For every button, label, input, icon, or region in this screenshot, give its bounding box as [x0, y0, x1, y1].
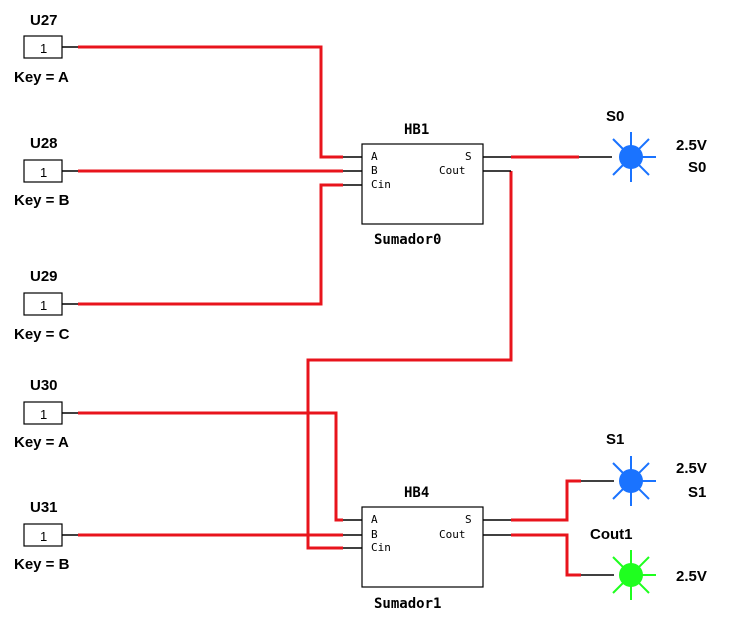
wire-u29-hb1-cin — [78, 183, 343, 306]
led-ref: S0 — [606, 108, 624, 125]
switch-name: U27 — [30, 12, 58, 29]
wire-hb4-s-s1 — [511, 479, 581, 522]
switch-u28[interactable]: U28 1 Key = B — [14, 135, 78, 209]
switch-u31[interactable]: U31 1 Key = B — [14, 499, 78, 573]
switch-key: Key = A — [14, 434, 69, 451]
led-voltage: 2.5V — [676, 137, 707, 154]
adder-hb1[interactable]: HB1 A B Cin S Cout Sumador0 — [343, 122, 511, 248]
wire-u27-hb1-a — [78, 45, 343, 159]
switch-value: 1 — [40, 298, 47, 313]
adder-body[interactable] — [361, 506, 484, 588]
pin-a-label: A — [371, 513, 378, 526]
adder-body[interactable] — [361, 143, 484, 225]
switch-key: Key = A — [14, 69, 69, 86]
switch-value: 1 — [40, 529, 47, 544]
switch-name: U30 — [30, 377, 58, 394]
switch-name: U31 — [30, 499, 58, 516]
led-cout1[interactable]: Cout1 2.5V — [581, 526, 707, 600]
switch-value: 1 — [40, 407, 47, 422]
led-bulb[interactable] — [619, 145, 643, 169]
adder-name: Sumador0 — [374, 232, 441, 248]
led-voltage: 2.5V — [676, 460, 707, 477]
led-ref: S1 — [606, 431, 624, 448]
switch-u29[interactable]: U29 1 Key = C — [14, 268, 78, 343]
pin-a-label: A — [371, 150, 378, 163]
led-net: S1 — [688, 484, 706, 501]
wires — [78, 45, 581, 577]
adder-ref: HB1 — [404, 122, 429, 138]
wire-hb1-cout-hb4-cin — [306, 171, 513, 550]
adder-name: Sumador1 — [374, 596, 441, 612]
switch-key: Key = C — [14, 326, 70, 343]
pin-b-label: B — [371, 528, 378, 541]
led-s1[interactable]: S1 2.5V S1 — [581, 431, 707, 506]
pin-s-label: S — [465, 513, 472, 526]
switch-key: Key = B — [14, 192, 70, 209]
switch-name: U28 — [30, 135, 58, 152]
switch-u27[interactable]: U27 1 Key = A — [14, 12, 78, 86]
pin-cin-label: Cin — [371, 541, 391, 554]
pin-s-label: S — [465, 150, 472, 163]
switch-key: Key = B — [14, 556, 70, 573]
switch-u30[interactable]: U30 1 Key = A — [14, 377, 78, 451]
led-ref: Cout1 — [590, 526, 633, 543]
switch-value: 1 — [40, 41, 47, 56]
switch-name: U29 — [30, 268, 58, 285]
led-net: S0 — [688, 159, 706, 176]
led-bulb[interactable] — [619, 563, 643, 587]
led-bulb[interactable] — [619, 469, 643, 493]
led-voltage: 2.5V — [676, 568, 707, 585]
adder-ref: HB4 — [404, 485, 429, 501]
wire-u30-hb4-a — [78, 411, 343, 522]
wire-hb4-cout-cout1 — [511, 533, 581, 577]
led-s0[interactable]: S0 2.5V S0 — [579, 108, 707, 182]
pin-b-label: B — [371, 164, 378, 177]
switch-value: 1 — [40, 165, 47, 180]
pin-cin-label: Cin — [371, 178, 391, 191]
adder-hb4[interactable]: HB4 A B Cin S Cout Sumador1 — [343, 485, 511, 612]
pin-cout-label: Cout — [439, 528, 466, 541]
pin-cout-label: Cout — [439, 164, 466, 177]
